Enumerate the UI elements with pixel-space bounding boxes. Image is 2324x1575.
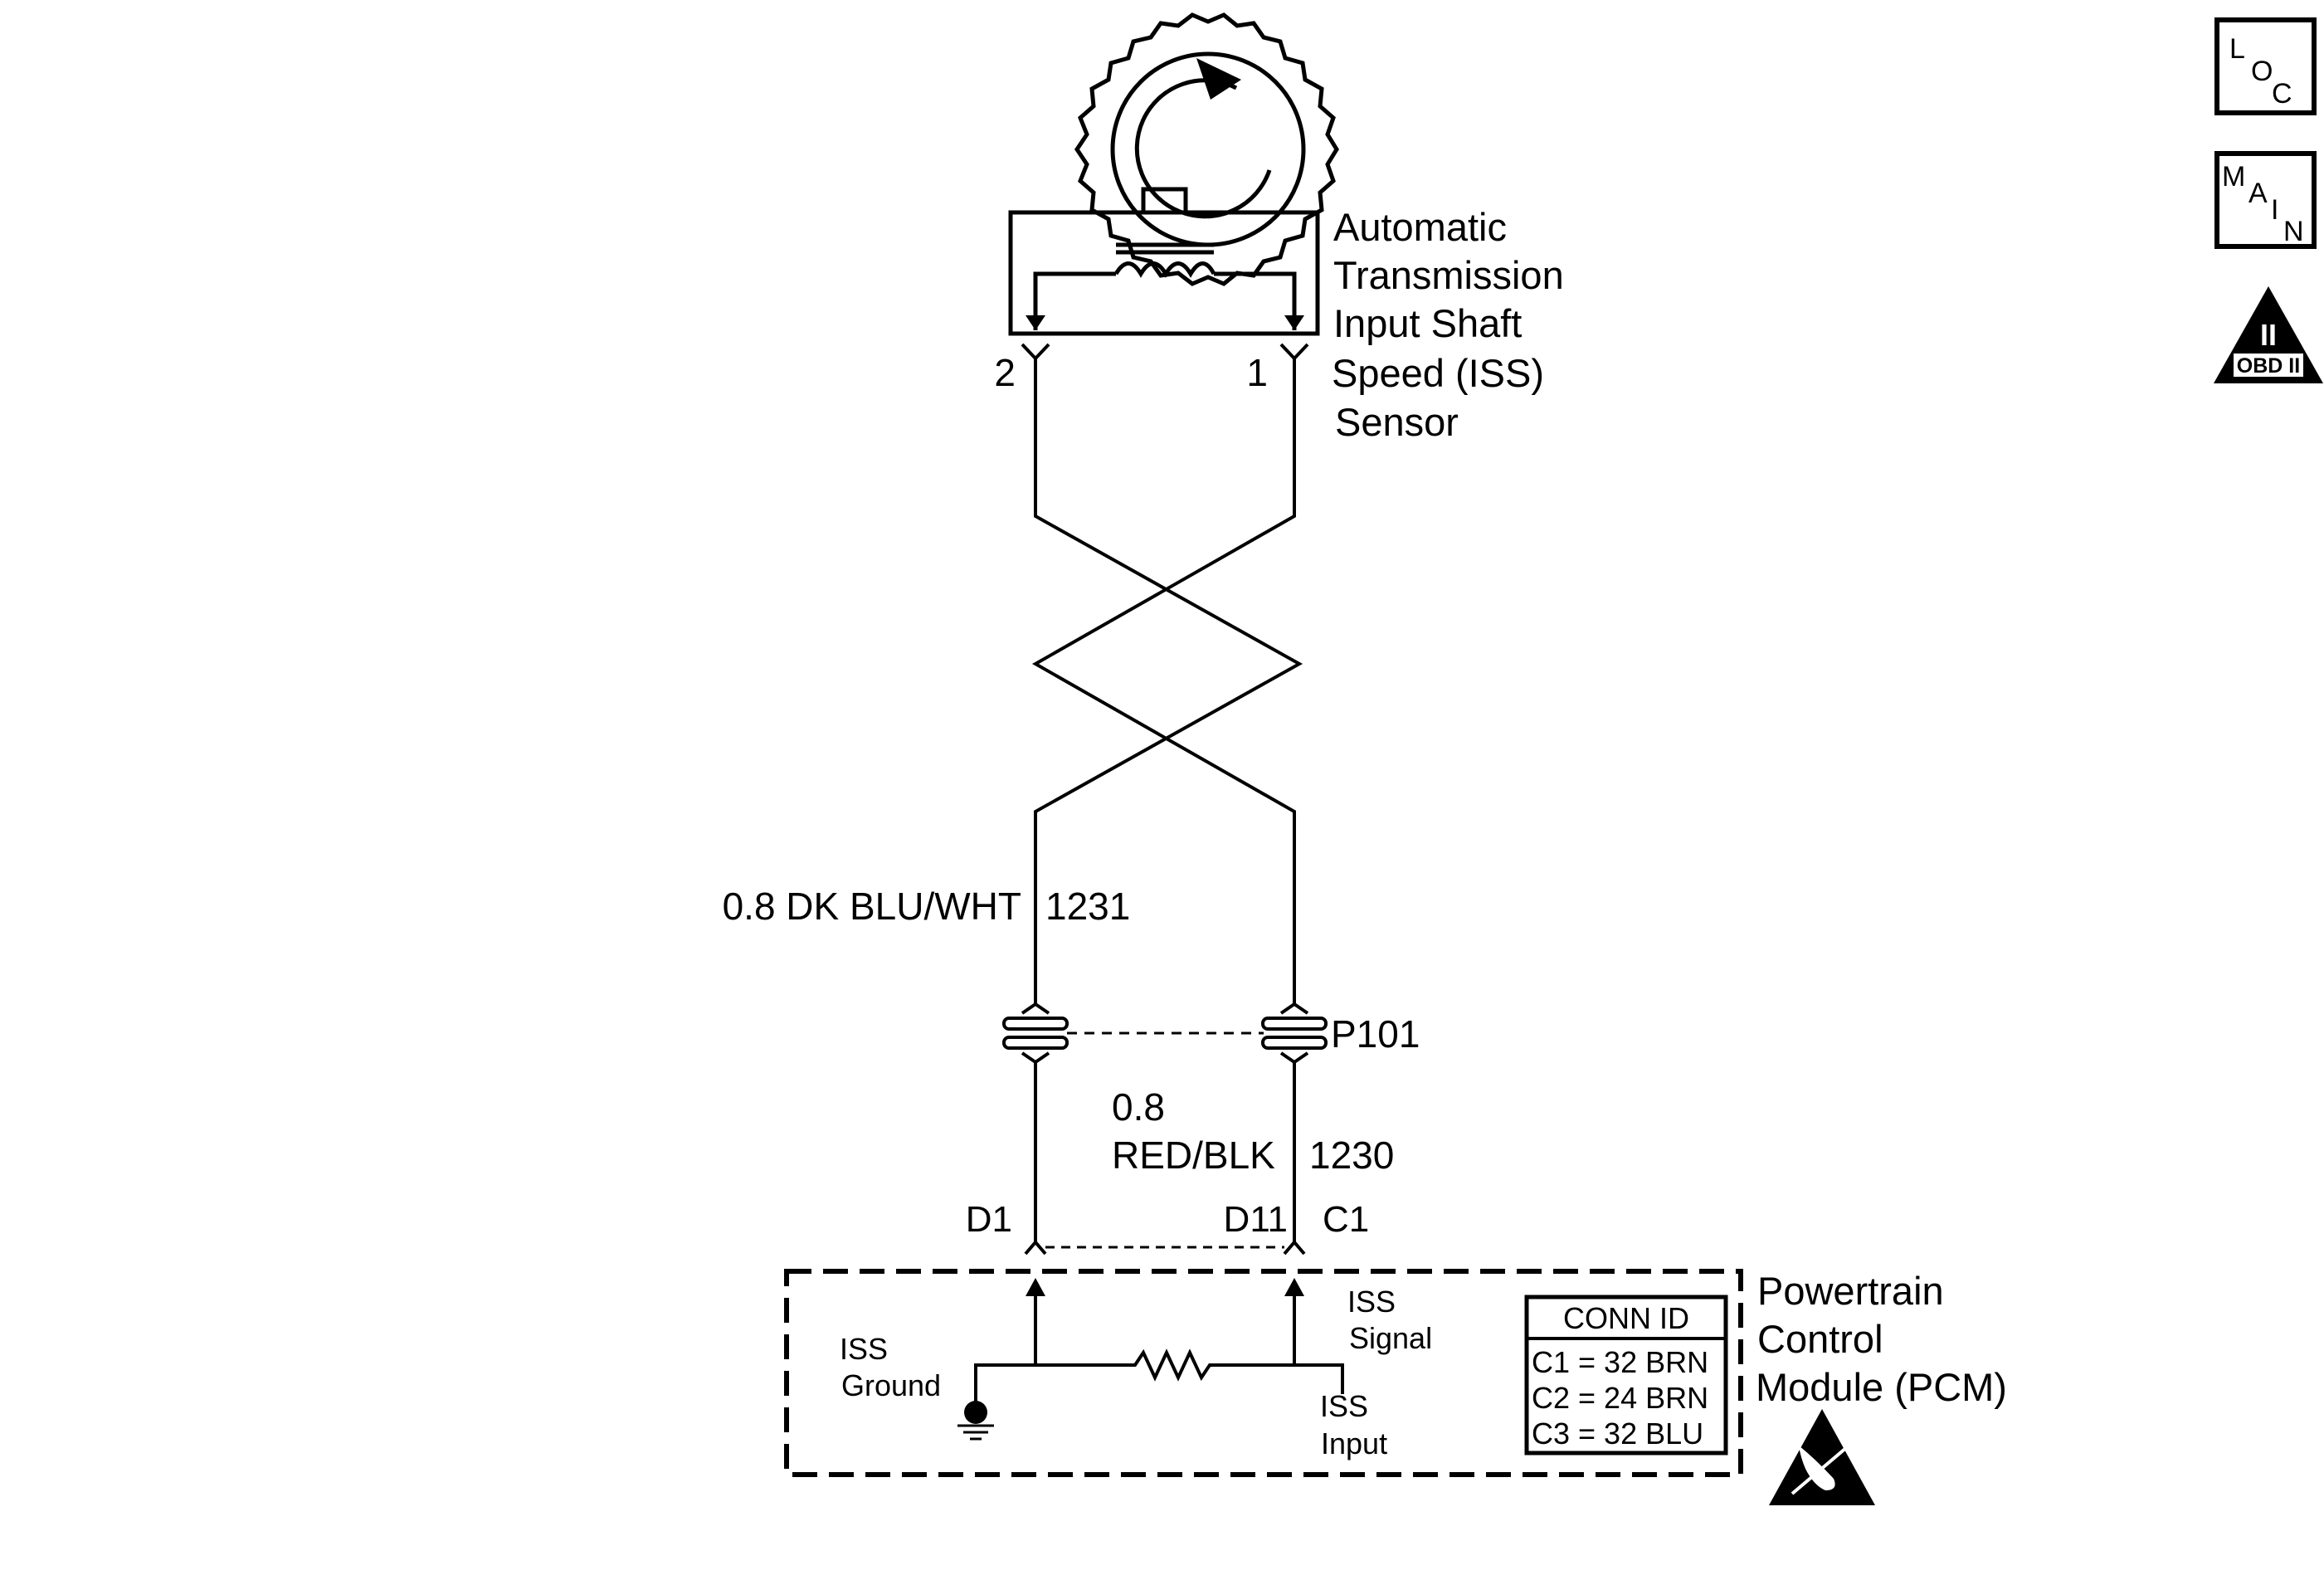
svg-text:I: I — [2271, 194, 2278, 226]
loc-icon: L O C — [2214, 17, 2317, 115]
conn-id-table: CONN ID C1 = 32 BRN C2 = 24 BRN C3 = 32 … — [1524, 1295, 1728, 1456]
svg-text:Input: Input — [1321, 1426, 1387, 1460]
twisted-pair-wires — [1031, 358, 1303, 1004]
svg-text:L: L — [2229, 33, 2245, 65]
svg-text:ISS: ISS — [1347, 1285, 1396, 1319]
conn-id-row: C3 = 32 BLU — [1532, 1417, 1703, 1451]
svg-text:C: C — [2272, 78, 2292, 110]
svg-text:Control: Control — [1757, 1317, 1883, 1361]
svg-text:RED/BLK: RED/BLK — [1112, 1134, 1275, 1177]
p101-connector — [1002, 1002, 1328, 1242]
pcm-signal-arrows — [1026, 1278, 1304, 1296]
pcm-connector-c1: C1 — [1323, 1199, 1369, 1240]
svg-text:OBD II: OBD II — [2237, 354, 2300, 378]
svg-text:N: N — [2283, 216, 2304, 247]
iss-input-label: ISS Input — [1320, 1389, 1387, 1460]
rotation-arrow-icon — [1196, 58, 1241, 100]
svg-text:O: O — [2251, 56, 2273, 87]
svg-text:ISS: ISS — [1320, 1389, 1368, 1423]
svg-text:ISS: ISS — [840, 1332, 888, 1366]
pcm-internal-circuit — [974, 1295, 1344, 1402]
obd-ii-icon: II OBD II — [2214, 286, 2323, 383]
pcm-pin-d1: D1 — [966, 1199, 1012, 1240]
svg-text:M: M — [2222, 161, 2245, 193]
esd-warning-icon — [1769, 1409, 1875, 1505]
sensor-pin-2: 2 — [994, 351, 1016, 394]
svg-text:Signal: Signal — [1349, 1321, 1432, 1355]
conn-id-row: C2 = 24 BRN — [1532, 1381, 1708, 1415]
wire-circuit-right: 1230 — [1309, 1134, 1394, 1177]
wire-label-right: 0.8 RED/BLK — [1112, 1085, 1275, 1177]
conn-id-row: C1 = 32 BRN — [1532, 1345, 1708, 1379]
svg-text:Module (PCM): Module (PCM) — [1756, 1365, 2007, 1409]
wire-label-left: 0.8 DK BLU/WHT — [723, 885, 1021, 928]
pcm-pin-d11: D11 — [1224, 1199, 1288, 1240]
svg-text:Automatic: Automatic — [1333, 205, 1507, 249]
svg-text:Sensor: Sensor — [1335, 400, 1459, 444]
sensor-name-label: Automatic Transmission Input Shaft Speed… — [1332, 205, 1564, 444]
iss-sensor-body — [1008, 187, 1320, 336]
iss-ground-label: ISS Ground — [840, 1332, 941, 1402]
pcm-module-box — [784, 1269, 1743, 1477]
pcm-name-label: Powertrain Control Module (PCM) — [1756, 1269, 2007, 1409]
svg-text:0.8: 0.8 — [1112, 1085, 1165, 1129]
svg-text:A: A — [2248, 178, 2268, 209]
svg-text:II: II — [2260, 318, 2277, 352]
svg-text:Ground: Ground — [841, 1368, 941, 1402]
sensor-terminal-arrows — [1026, 315, 1304, 330]
svg-text:Input Shaft: Input Shaft — [1333, 301, 1522, 345]
pcm-connector-pins — [1024, 1239, 1306, 1256]
ground-icon — [957, 1401, 994, 1441]
svg-text:Transmission: Transmission — [1333, 253, 1564, 297]
main-icon: M A I N — [2214, 151, 2317, 249]
sensor-pin-1: 1 — [1246, 351, 1268, 394]
iss-signal-label: ISS Signal — [1347, 1285, 1432, 1355]
p101-label: P101 — [1331, 1012, 1420, 1056]
svg-text:Powertrain: Powertrain — [1757, 1269, 1944, 1313]
svg-text:Speed (ISS): Speed (ISS) — [1332, 351, 1544, 395]
wire-circuit-left: 1231 — [1045, 885, 1130, 928]
conn-id-header: CONN ID — [1563, 1301, 1689, 1335]
